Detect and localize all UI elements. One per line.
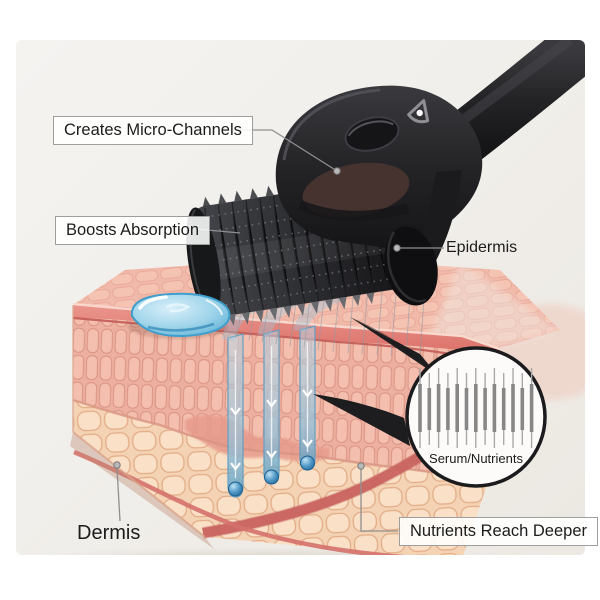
needled-area	[185, 415, 330, 462]
serum-ball	[228, 481, 243, 497]
skin-front-face	[70, 302, 510, 555]
block-shadow	[16, 552, 515, 555]
micro-channel	[263, 329, 280, 485]
micro-channel	[227, 333, 244, 498]
leader-dermis	[116, 467, 121, 522]
callout-wedges	[313, 317, 438, 446]
leader-nutrients	[360, 469, 398, 532]
derma-roller	[186, 40, 585, 328]
serum-ball	[264, 469, 279, 485]
serum-drop	[128, 292, 231, 339]
blood-vessel-thin	[73, 449, 449, 555]
label-dermis: Dermis	[77, 522, 141, 544]
block-bevel-edge	[70, 432, 214, 549]
label-nutrients-reach-deeper: Nutrients Reach Deeper	[399, 517, 599, 546]
micro-channel	[299, 325, 316, 471]
brand-logo-icon	[407, 99, 430, 124]
roller-button	[344, 116, 400, 152]
serum-ball	[300, 455, 315, 471]
label-creates-micro-channels: Creates Micro-Channels	[53, 116, 253, 145]
needle-spikes	[213, 292, 375, 328]
label-epidermis: Epidermis	[446, 239, 518, 256]
magnifier-inset	[405, 346, 547, 488]
head-window	[302, 162, 410, 218]
inset-caption: Serum/Nutrients	[429, 451, 523, 466]
inset-needles	[418, 368, 534, 448]
leader-dots	[113, 167, 401, 470]
label-boosts-absorption: Boosts Absorption	[55, 216, 210, 245]
